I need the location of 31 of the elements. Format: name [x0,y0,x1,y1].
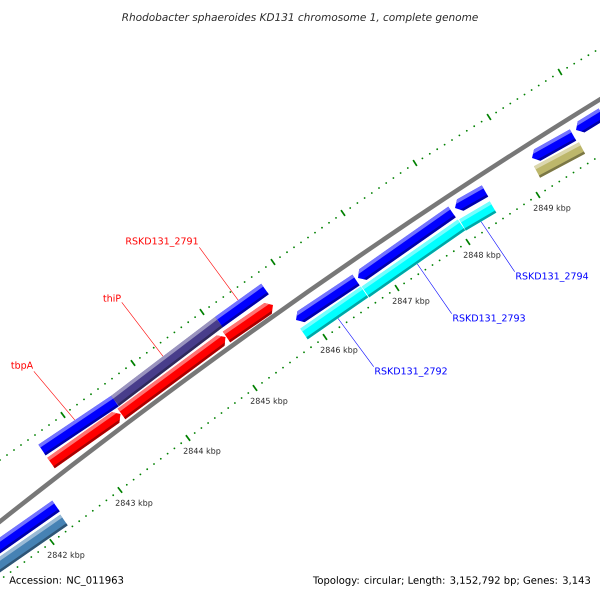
footer-text: Topology: circular; Length: 3,152,792 bp; Genes: 3,143 [312,576,590,586]
leader-line [199,247,238,300]
gene-label: tbpA [11,361,34,371]
tick-label: 2849 kbp [534,204,570,212]
title: Rhodobacter sphaeroides KD131 chromosome 1, complete genome [122,12,478,24]
leader-line [480,221,515,272]
gene-label: thiP [103,294,121,302]
tick-label: 2845 kbp [250,398,288,406]
gene-label: RSKD131_2791 [126,237,198,247]
gene-label: RSKD131_2794 [516,272,588,282]
footer-text: Accession: NC_011963 [9,576,124,586]
tick-label: 2847 kbp [392,298,430,306]
tick-label: 2844 kbp [184,448,220,456]
gene-bar [118,335,226,420]
gene-bar [47,412,120,468]
tick-label: 2842 kbp [48,552,84,560]
tick-label: 2848 kbp [464,252,500,260]
gene-bar [300,286,368,340]
leader-line [34,371,76,420]
gene-bar [362,220,466,298]
leader-line [417,264,452,314]
gene-bar [459,201,496,231]
leader-line [121,302,164,356]
gene-bar [222,303,273,342]
tick-label: 2843 kbp [116,500,152,508]
gene-bar [576,108,600,132]
gene-bar [534,142,586,178]
gene-label: RSKD131_2792 [375,367,447,377]
leader-line [338,318,374,367]
gene-label: RSKD131_2793 [453,314,525,324]
tick-label: 2846 kbp [320,346,358,354]
